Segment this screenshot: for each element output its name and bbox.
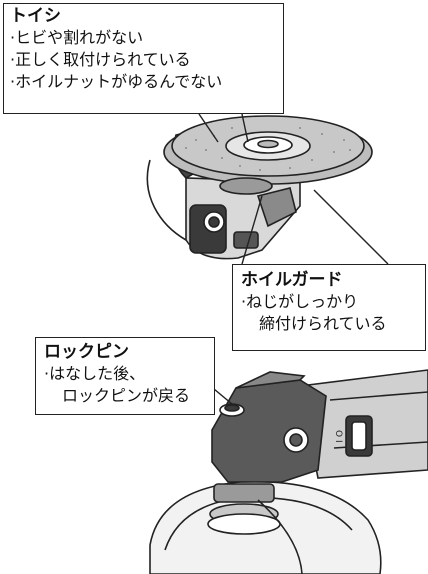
lockpin-item-2: ロックピンが戻る xyxy=(62,386,191,405)
lockpin-item-1: ·はなした後、 xyxy=(44,364,146,383)
guard-item-1: ·ねじがしっかり xyxy=(241,292,359,311)
wheel-guard-callout: ホイルガード ·ねじがしっかり 締付けられている xyxy=(232,264,426,351)
bottom-grinder xyxy=(149,369,428,574)
disc-item-3: ·ホイルナットがゆるんでない xyxy=(10,72,223,91)
guard-item-2: 締付けられている xyxy=(259,314,387,333)
disc-callout: トイシ ·ヒビや割れがない ·正しく取付けられている ·ホイルナットがゆるんでな… xyxy=(3,3,284,114)
switch-marking: O I xyxy=(333,430,343,443)
lockpin-title: ロックピン xyxy=(44,342,129,362)
disc-leader-lines xyxy=(198,113,249,143)
lock-pin-callout: ロックピン ·はなした後、 ロックピンが戻る xyxy=(35,337,215,415)
disc-item-1: ·ヒビや割れがない xyxy=(10,28,144,47)
top-grinder xyxy=(146,115,373,260)
disc-title: トイシ xyxy=(10,6,61,26)
disc-item-2: ·正しく取付けられている xyxy=(10,50,191,69)
guard-title: ホイルガード xyxy=(241,270,343,290)
guard-leader-lines xyxy=(241,189,389,265)
